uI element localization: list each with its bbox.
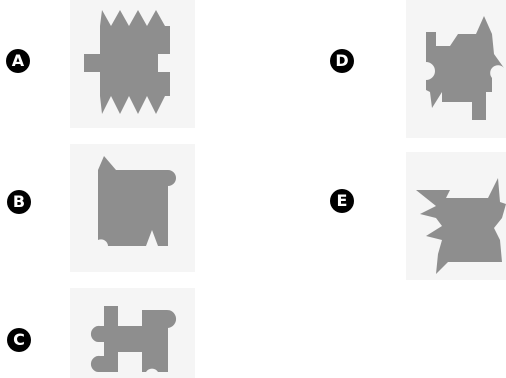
- option-c-shape: [70, 288, 195, 378]
- option-b-shape: [70, 144, 195, 272]
- option-c-badge: C: [7, 328, 31, 352]
- option-a-shape: [70, 0, 195, 128]
- option-e-badge: E: [330, 189, 354, 213]
- option-d-shape: [406, 0, 506, 138]
- option-a-figure: [70, 0, 195, 128]
- option-a-badge: A: [6, 49, 30, 73]
- option-b-figure: [70, 144, 195, 272]
- option-d-figure: [406, 0, 506, 138]
- option-b-badge: B: [7, 190, 31, 214]
- option-d-badge: D: [330, 49, 354, 73]
- option-e-figure: [406, 152, 506, 280]
- option-c-figure: [70, 288, 195, 378]
- option-e-shape: [406, 152, 506, 280]
